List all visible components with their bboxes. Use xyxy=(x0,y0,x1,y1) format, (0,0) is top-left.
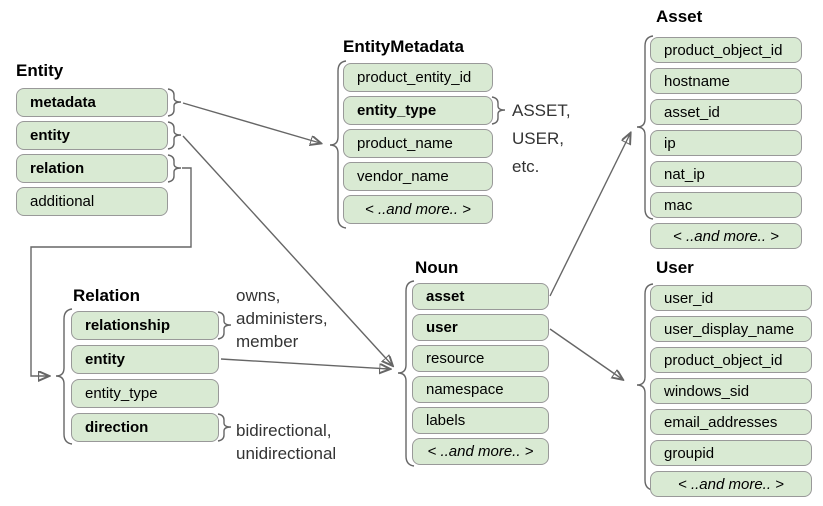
entitymetadata-field-vendor-name: vendor_name xyxy=(343,162,493,191)
arrow-noun-user-to-user xyxy=(549,328,622,379)
entity-field-relation: relation xyxy=(16,154,168,183)
relationship-values-annotation: owns, administers, member xyxy=(236,286,328,351)
entity-entity-field-brace xyxy=(167,121,182,150)
direction-values-annotation: bidirectional, unidirectional xyxy=(236,421,337,463)
user-field-product-object-id: product_object_id xyxy=(650,347,812,373)
asset-left-brace xyxy=(636,35,654,220)
noun-field-user: user xyxy=(412,314,549,341)
asset-field-nat-ip: nat_ip xyxy=(650,161,802,187)
user-table-title: User xyxy=(656,258,694,277)
user-field-user-display-name: user_display_name xyxy=(650,316,812,342)
relation-field-entity: entity xyxy=(71,345,219,374)
asset-field-ip: ip xyxy=(650,130,802,156)
user-field-email-addresses: email_addresses xyxy=(650,409,812,435)
entity-field-entity: entity xyxy=(16,121,168,150)
entity-field-additional: additional xyxy=(16,187,168,216)
relation-field-relationship: relationship xyxy=(71,311,219,340)
noun-field-and-more: < ..and more.. > xyxy=(412,438,549,465)
entitymetadata-table-title: EntityMetadata xyxy=(343,37,464,56)
asset-field-mac: mac xyxy=(650,192,802,218)
entity-metadata-field-brace xyxy=(167,88,182,117)
noun-field-resource: resource xyxy=(412,345,549,372)
noun-field-namespace: namespace xyxy=(412,376,549,403)
relation-table-title: Relation xyxy=(73,286,141,305)
asset-field-hostname: hostname xyxy=(650,68,802,94)
asset-table-title: Asset xyxy=(656,7,703,26)
relation-left-brace xyxy=(55,308,73,445)
user-field-windows-sid: windows_sid xyxy=(650,378,812,404)
entity-relation-field-brace xyxy=(167,154,182,183)
asset-field-asset-id: asset_id xyxy=(650,99,802,125)
entitymetadata-field-and-more: < ..and more.. > xyxy=(343,195,493,224)
entitymetadata-field-entity-type: entity_type xyxy=(343,96,493,125)
entity-field-metadata: metadata xyxy=(16,88,168,117)
direction-field-brace xyxy=(217,413,232,442)
noun-table-title: Noun xyxy=(415,258,459,277)
entity-type-values-annotation: ASSET, USER, etc. xyxy=(512,101,571,176)
entitytype-field-brace xyxy=(491,96,506,125)
relation-field-direction: direction xyxy=(71,413,219,442)
noun-field-asset: asset xyxy=(412,283,549,310)
asset-field-product-object-id: product_object_id xyxy=(650,37,802,63)
entity-table-title: Entity xyxy=(16,61,64,80)
asset-field-and-more: < ..and more.. > xyxy=(650,223,802,249)
user-field-groupid: groupid xyxy=(650,440,812,466)
relationship-field-brace xyxy=(217,311,232,340)
entitymetadata-field-product-name: product_name xyxy=(343,129,493,158)
user-field-user-id: user_id xyxy=(650,285,812,311)
noun-field-labels: labels xyxy=(412,407,549,434)
noun-left-brace xyxy=(397,280,415,467)
arrow-relation-entity-to-noun xyxy=(220,358,389,369)
user-field-and-more: < ..and more.. > xyxy=(650,471,812,497)
arrow-entity-metadata-to-entitymetadata xyxy=(182,102,320,143)
entitymetadata-field-product-entity-id: product_entity_id xyxy=(343,63,493,92)
relation-field-entity-type: entity_type xyxy=(71,379,219,408)
